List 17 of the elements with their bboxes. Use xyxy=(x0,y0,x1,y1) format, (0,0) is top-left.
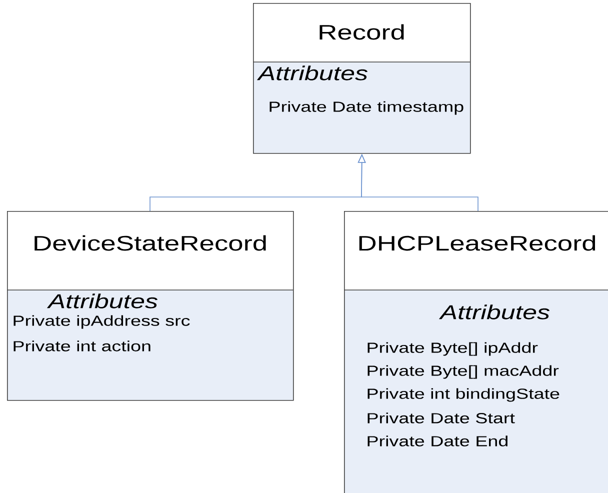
class-name: DHCPLeaseRecord xyxy=(359,235,596,251)
class-name: Record xyxy=(320,24,404,40)
attribute-text: Private Date timestamp xyxy=(270,101,464,115)
attribute-text: Private int action xyxy=(14,340,150,352)
attribute-text: Private Date Start xyxy=(368,412,515,424)
section-heading: Attributes xyxy=(438,304,550,320)
attribute-text: Private Byte[] ipAddr xyxy=(368,342,538,356)
attribute-text: Private ipAddress src xyxy=(14,315,190,329)
class-box xyxy=(344,211,608,493)
class-name: DeviceStateRecord xyxy=(34,235,266,251)
class-box xyxy=(252,3,471,154)
attribute-text: Private Date End xyxy=(368,436,508,446)
attribute-text: Private int bindingState xyxy=(368,388,560,402)
section-heading: Attributes xyxy=(256,66,368,80)
section-heading: Attributes xyxy=(46,294,158,308)
attribute-text: Private Byte[] macAddr xyxy=(368,365,559,379)
class-box xyxy=(6,211,294,401)
